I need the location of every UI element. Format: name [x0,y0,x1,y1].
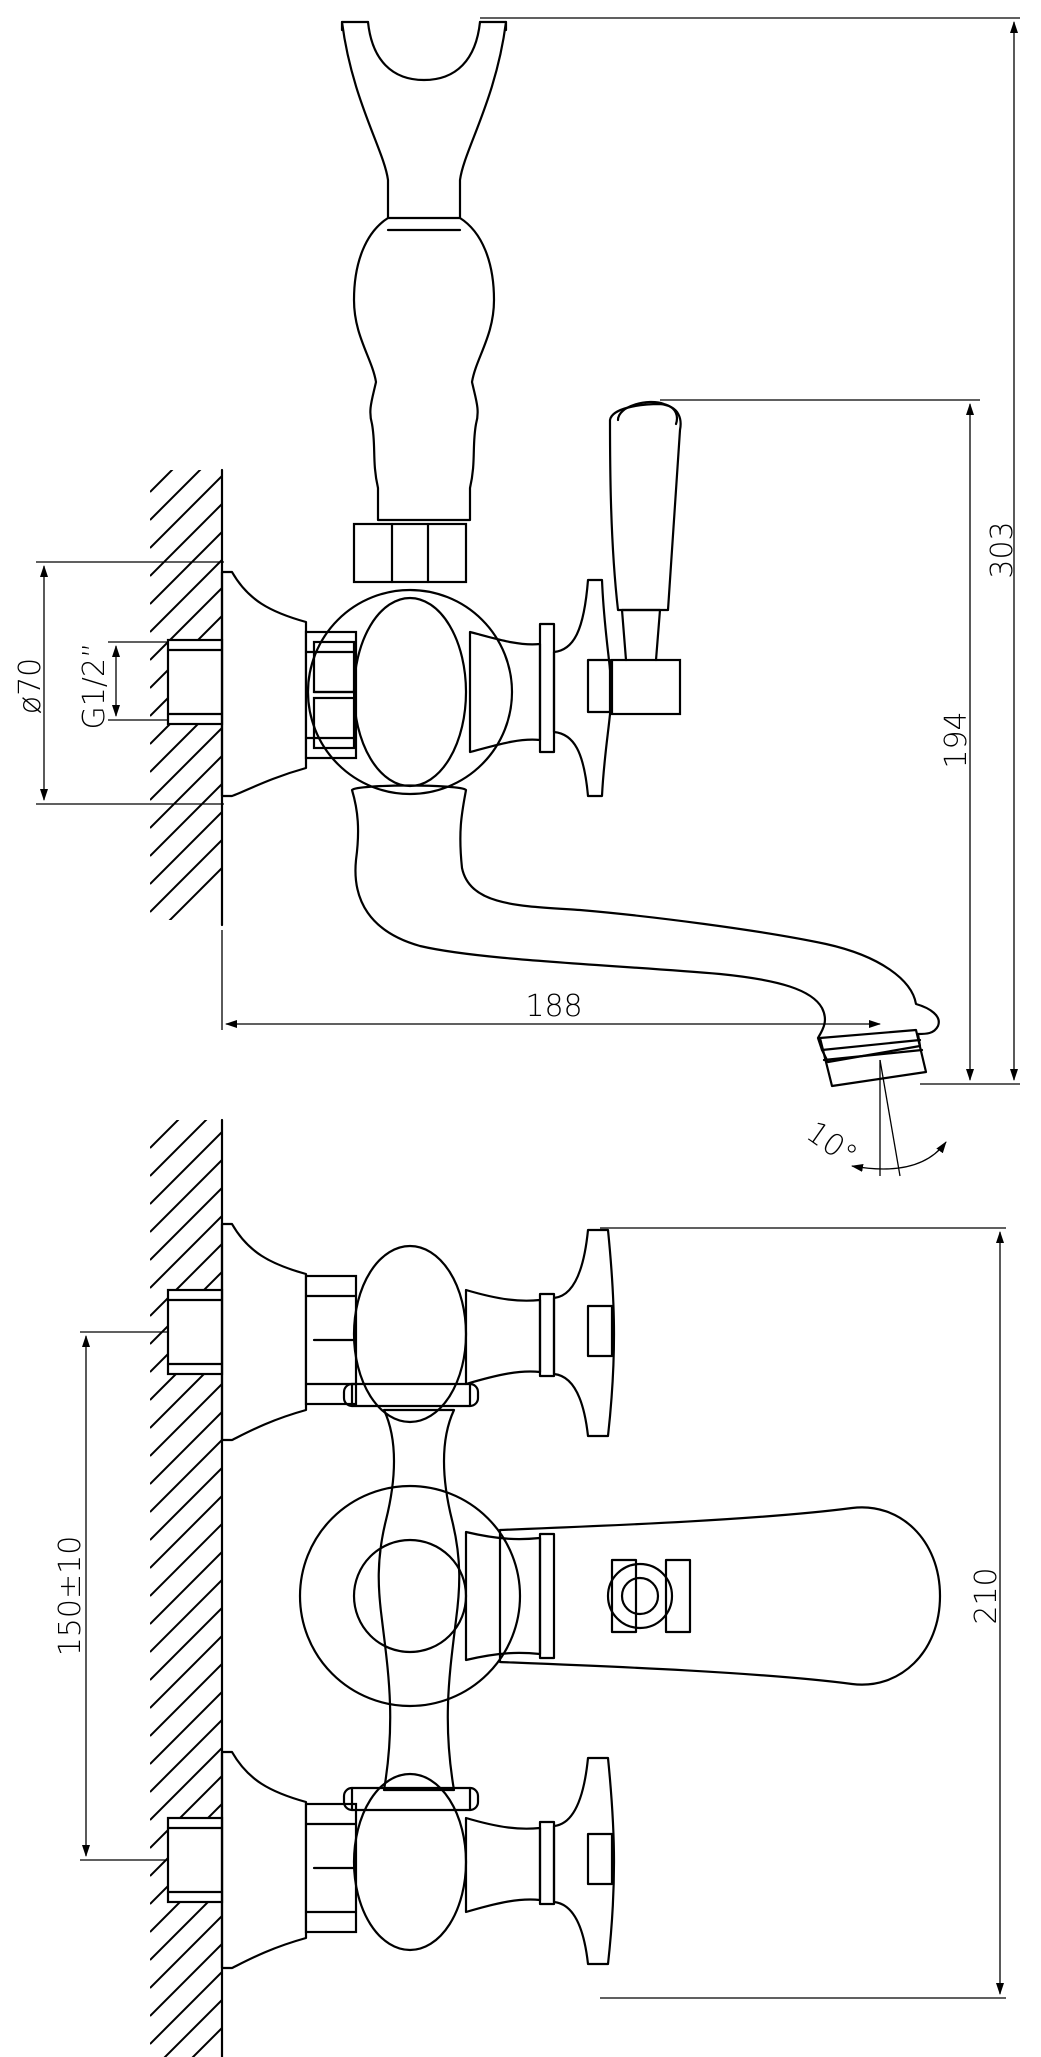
inlet-upper [166,1222,616,1442]
dim-spout-reach: 188 [221,930,881,1030]
wall-hatch-top [150,470,222,920]
valve-plan [464,1530,542,1662]
dim-centers: 150±10 [53,1331,168,1861]
spout-side [350,784,940,1064]
dim-spout-reach-label: 188 [525,989,582,1024]
aerator [818,1028,928,1088]
inlet-lower [166,1750,616,1970]
dim-spout-height-label: 194 [939,711,974,768]
side-view: ø70 G1/2” 303 194 188 [13,17,1020,1177]
valve-collar [538,622,556,754]
dim-thread: G1/2” [77,641,168,730]
spout-plan [498,1506,942,1686]
dim-width: 210 [600,1227,1006,1999]
inlet-pipe [166,638,224,726]
dim-centers-label: 150±10 [53,1536,88,1657]
center-body-inner [352,1538,468,1654]
plan-view: 150±10 210 [53,1118,1006,2057]
dim-thread-label: G1/2” [77,642,112,729]
valve-neck [468,630,542,754]
dim-total-height: 303 [480,17,1020,1085]
shower-holder [340,20,508,584]
wall-hatch-bottom [150,1120,222,2057]
mixer-body [306,588,514,796]
dim-total-height-label: 303 [985,521,1020,578]
lever-pivot [606,1562,674,1630]
dim-width-label: 210 [969,1567,1004,1624]
dim-spout-height: 194 [660,399,980,1081]
center-body [298,1484,522,1708]
mixer-body-inner [352,596,468,788]
connecting-bar [342,1382,480,1812]
dim-diameter-label: ø70 [13,658,48,715]
dim-spout-angle: 10° [800,1059,947,1177]
dim-spout-angle-label: 10° [800,1115,864,1174]
cross-handle-side [552,578,614,798]
lever-handle [608,400,682,716]
escutcheon-top [220,570,308,798]
hex-nut-top [304,630,358,760]
cross-handle-cap [586,658,612,714]
dim-diameter: ø70 [13,561,224,805]
